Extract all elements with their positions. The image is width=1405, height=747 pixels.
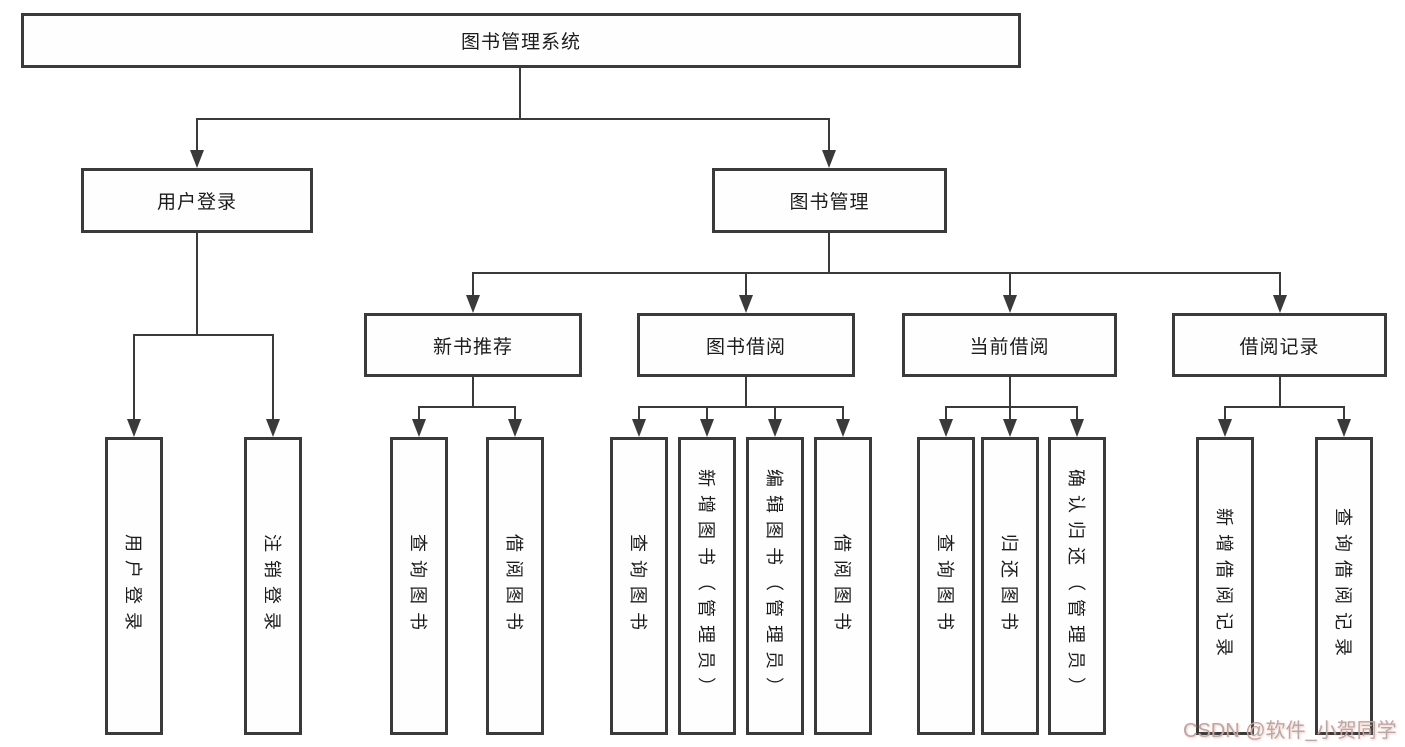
node-root: 图书管理系统	[21, 13, 1021, 68]
connector-stub	[1279, 377, 1281, 408]
arrow-down-icon	[1003, 295, 1017, 313]
connector-arrow-line	[133, 334, 135, 421]
leaf-query-borrow-record: 查询借阅记录	[1315, 437, 1373, 735]
connector-stub	[745, 377, 747, 408]
connector-arrow-line	[1279, 272, 1281, 299]
arrow-down-icon	[508, 419, 522, 437]
arrow-down-icon	[412, 419, 426, 437]
connector-branch	[1224, 406, 1345, 408]
leaf-borrow-book-2-label: 借阅图书	[832, 534, 852, 638]
arrow-down-icon	[939, 419, 953, 437]
leaf-add-borrow-record: 新增借阅记录	[1196, 437, 1254, 735]
connector-arrow-line	[1224, 406, 1226, 421]
arrow-down-icon	[1273, 295, 1287, 313]
arrow-down-icon	[739, 295, 753, 313]
csdn-watermark: CSDN @软件_小贺同学	[1183, 720, 1397, 742]
leaf-add-borrow-record-label: 新增借阅记录	[1214, 508, 1234, 664]
connector-arrow-line	[1009, 272, 1011, 299]
leaf-confirm-return-admin-label: 确认归还（管理员）	[1066, 469, 1086, 703]
connector-stub	[1009, 377, 1011, 408]
connector-branch	[638, 406, 844, 408]
connector-arrow-line	[842, 406, 844, 421]
leaf-query-book-3: 查询图书	[917, 437, 975, 735]
connector-user-stub	[196, 233, 198, 335]
leaf-query-book-2: 查询图书	[610, 437, 668, 735]
arrow-down-icon	[127, 419, 141, 437]
leaf-borrow-book-1: 借阅图书	[486, 437, 544, 735]
connector-stub	[472, 377, 474, 408]
connector-arrow-line	[1343, 406, 1345, 421]
leaf-borrow-book-1-label: 借阅图书	[504, 534, 524, 638]
connector-root-stub	[519, 68, 521, 119]
leaf-edit-book-admin: 编辑图书（管理员）	[746, 437, 804, 735]
connector-mgmt-stub	[828, 233, 830, 274]
connector-arrow-line	[1076, 406, 1078, 421]
arrow-down-icon	[1218, 419, 1232, 437]
node-new-book-recommend: 新书推荐	[364, 313, 582, 377]
connector-arrow-line	[638, 406, 640, 421]
connector-arrow-line	[706, 406, 708, 421]
arrow-down-icon	[190, 150, 204, 168]
arrow-down-icon	[632, 419, 646, 437]
leaf-confirm-return-admin: 确认归还（管理员）	[1048, 437, 1106, 735]
leaf-user-login-label: 用户登录	[123, 534, 143, 638]
arrow-down-icon	[836, 419, 850, 437]
connector-root-branch	[196, 118, 830, 120]
connector-user-branch	[133, 334, 274, 336]
node-borrow-record: 借阅记录	[1172, 313, 1387, 377]
connector-branch	[945, 406, 1078, 408]
connector-arrow-line	[196, 118, 198, 152]
node-borrow-record-label: 借阅记录	[1239, 336, 1320, 358]
arrow-down-icon	[1003, 419, 1017, 437]
node-new-book-recommend-label: 新书推荐	[432, 336, 513, 358]
leaf-logout: 注销登录	[244, 437, 302, 735]
connector-arrow-line	[472, 272, 474, 299]
leaf-logout-label: 注销登录	[262, 534, 282, 638]
leaf-borrow-book-2: 借阅图书	[814, 437, 872, 735]
node-current-borrow-label: 当前借阅	[969, 336, 1050, 358]
leaf-user-login: 用户登录	[105, 437, 163, 735]
node-user-login: 用户登录	[81, 168, 313, 233]
connector-arrow-line	[745, 272, 747, 299]
node-book-borrow-label: 图书借阅	[705, 336, 786, 358]
leaf-query-book-1: 查询图书	[390, 437, 448, 735]
connector-arrow-line	[1009, 406, 1011, 421]
node-user-login-label: 用户登录	[156, 192, 237, 213]
connector-arrow-line	[272, 334, 274, 421]
connector-arrow-line	[418, 406, 420, 421]
connector-arrow-line	[828, 118, 830, 152]
node-current-borrow: 当前借阅	[902, 313, 1117, 377]
arrow-down-icon	[1337, 419, 1351, 437]
connector-branch	[418, 406, 516, 408]
arrow-down-icon	[266, 419, 280, 437]
leaf-edit-book-admin-label: 编辑图书（管理员）	[764, 469, 784, 703]
leaf-query-borrow-record-label: 查询借阅记录	[1333, 508, 1353, 664]
arrow-down-icon	[1070, 419, 1084, 437]
arrow-down-icon	[768, 419, 782, 437]
arrow-down-icon	[822, 150, 836, 168]
node-book-borrow: 图书借阅	[637, 313, 855, 377]
node-book-management: 图书管理	[712, 168, 947, 233]
arrow-down-icon	[700, 419, 714, 437]
leaf-query-book-2-label: 查询图书	[628, 534, 648, 638]
leaf-query-book-3-label: 查询图书	[935, 534, 955, 638]
connector-arrow-line	[514, 406, 516, 421]
connector-arrow-line	[945, 406, 947, 421]
node-book-management-label: 图书管理	[789, 192, 870, 213]
leaf-add-book-admin-label: 新增图书（管理员）	[696, 469, 716, 703]
leaf-add-book-admin: 新增图书（管理员）	[678, 437, 736, 735]
connector-mgmt-branch	[472, 272, 1280, 274]
connector-arrow-line	[774, 406, 776, 421]
leaf-return-book: 归还图书	[981, 437, 1039, 735]
node-root-label: 图书管理系统	[460, 32, 581, 53]
arrow-down-icon	[466, 295, 480, 313]
leaf-return-book-label: 归还图书	[999, 534, 1019, 638]
leaf-query-book-1-label: 查询图书	[408, 534, 428, 638]
